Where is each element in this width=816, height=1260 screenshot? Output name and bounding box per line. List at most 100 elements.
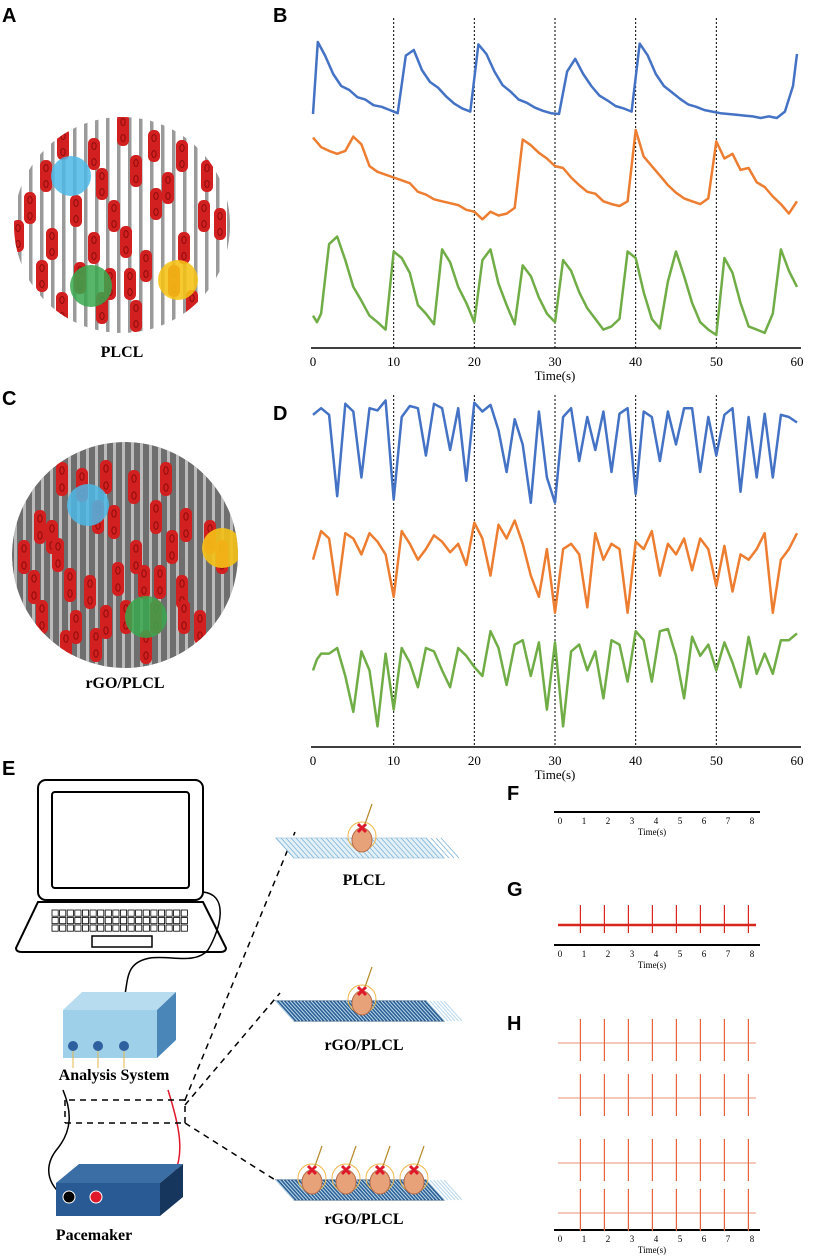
key [112,909,120,917]
cardiomyocyte [24,192,36,224]
sheet-fiber [280,837,300,859]
sheet-fiber [300,1000,319,1022]
x-tick-label: 60 [791,354,804,369]
x-tick-label: 8 [750,1234,755,1244]
pacemaker-label: Pacemaker [56,1227,132,1244]
fiber [50,442,53,668]
key [89,924,97,932]
key [66,917,74,925]
rgo-plcl-sheet-with-four-hearts [274,1145,463,1201]
key [51,924,59,932]
keyboard-grid [51,909,188,932]
x-tick-label: 7 [726,949,731,959]
x-tick-label: 0 [310,753,317,768]
e-plcl-label: PLCL [343,872,386,889]
x-tick-label: 4 [654,1234,659,1244]
panel-label-f: F [507,783,519,805]
sheet-fiber [387,1179,407,1201]
sheet-fiber [290,837,310,859]
key [97,917,105,925]
cardiomyocyte [201,160,213,192]
yellow-cell-marker [202,528,238,568]
cardiomyocyte [70,195,82,227]
x-tick-label: 0 [558,816,563,826]
cardiomyocyte [28,570,40,604]
key [180,917,188,925]
sheet-fiber [385,837,405,859]
sheet-fiber [391,1179,410,1201]
plcl-sheet-with-heart [274,803,460,859]
key [142,924,150,932]
cardiomyocyte [18,540,30,574]
key [66,909,74,917]
key [127,909,135,917]
sheet-fiber [296,1000,316,1022]
key [97,924,105,932]
sheet-fiber [415,1000,435,1022]
sheet-fiber [293,1179,312,1201]
fiber [194,442,197,668]
fiber [95,117,99,333]
key [135,924,143,932]
sheet-fiber [433,1000,452,1022]
cardiomyocyte [148,130,160,162]
sheet-fiber [426,1179,445,1201]
sheet-fiber [286,1179,305,1201]
sheet-fiber [430,837,450,859]
key [165,924,173,932]
sheet-fiber [420,837,440,859]
sheet-fiber [440,1179,459,1201]
sheet-fiber [331,1000,351,1022]
fiber [14,442,17,668]
sheet-fiber [443,1000,463,1022]
cardiomyocyte [130,155,142,187]
sheet-fiber [375,837,395,859]
cardiomyocyte [36,600,48,634]
fiber [62,117,66,333]
x-tick-label: 50 [710,354,723,369]
sheet-fiber [275,837,295,859]
sheet-fiber [314,1000,333,1022]
key [82,917,90,925]
sheet-fiber [289,1179,309,1201]
fiber [29,117,33,333]
fiber [32,442,35,668]
cardiomyocyte [34,510,46,544]
sheet-fiber [282,1000,302,1022]
cardiomyocyte [96,168,108,200]
fiber [128,117,132,333]
sheet-fiber [425,837,445,859]
sheet-fiber [320,837,340,859]
x-tick-label: 2 [606,816,611,826]
panel-label-d: D [273,403,287,425]
analysis-system-box [63,992,176,1068]
heart-icon [365,1145,395,1195]
sheet-fiber [338,1000,358,1022]
heart-icon [331,1145,361,1195]
x-tick-label: 0 [558,1234,563,1244]
cardiomyocyte [178,232,190,264]
key [112,917,120,925]
sheet-fiber [303,1000,323,1022]
heart-icon [399,1145,429,1195]
plcl-scaffold-illustration [14,117,230,333]
sheet-fiber [395,837,415,859]
x-tick-label: 0 [558,949,563,959]
sheet-fiber [279,1179,298,1201]
panel-label-h: H [507,1013,521,1035]
sheet-fiber [325,837,345,859]
cardiomyocyte [60,630,72,664]
cardiomyocyte [46,228,58,260]
sheet-fiber [398,1000,417,1022]
key [59,917,67,925]
panel-label-c: C [2,388,16,410]
series-line-1 [311,40,799,120]
e-rgo-plcl-label-2: rGO/PLCL [324,1211,403,1228]
sheet-fiber [335,1000,354,1022]
x-tick-label: 10 [387,354,400,369]
sheet-fiber [433,1179,452,1201]
wire-black [48,1089,70,1196]
x-tick-label: 6 [702,1234,707,1244]
